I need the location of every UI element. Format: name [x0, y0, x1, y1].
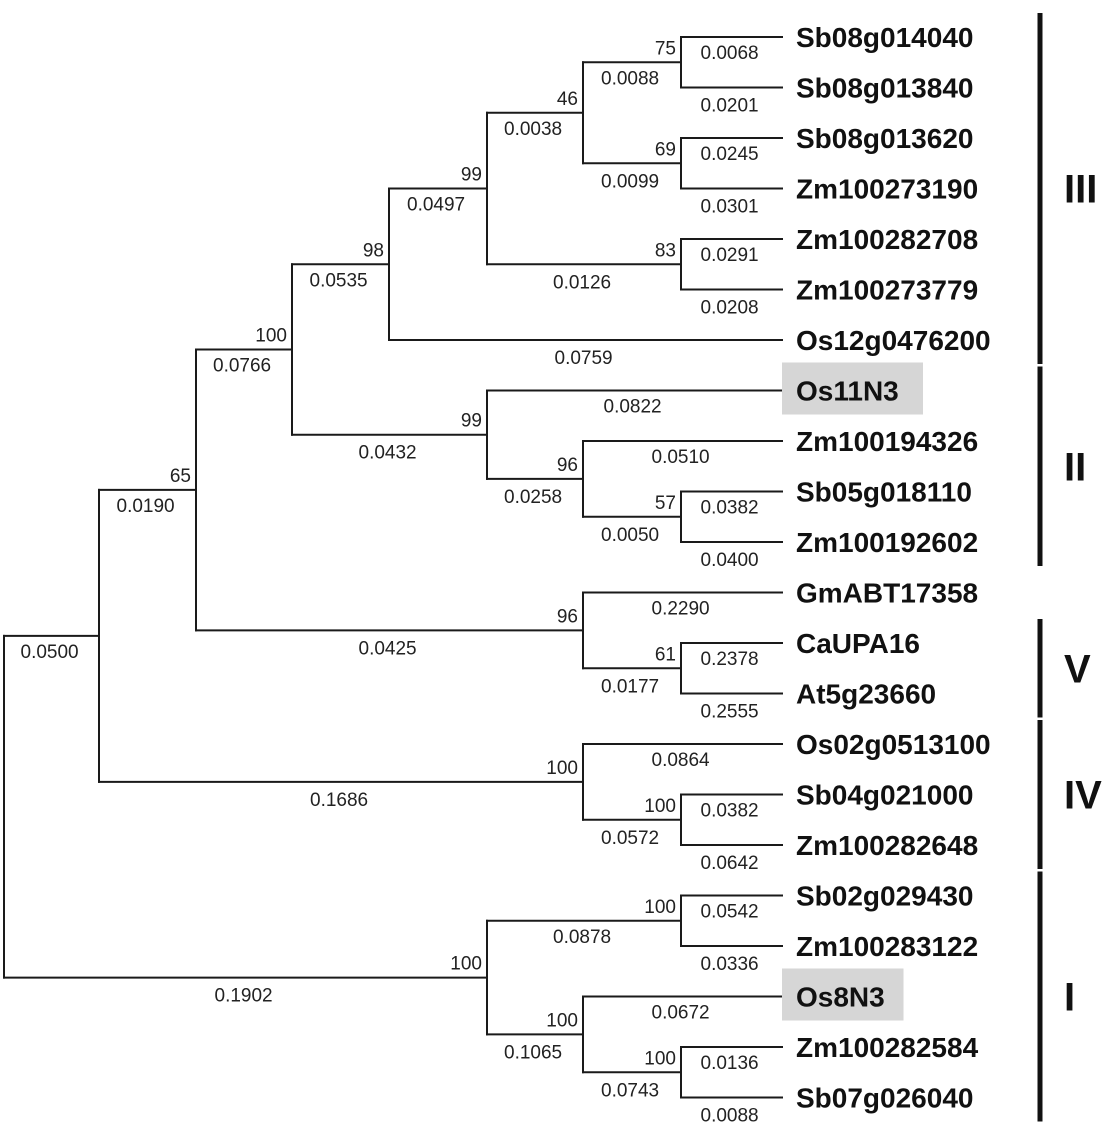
- branch-length-label: 0.0864: [652, 750, 711, 771]
- leaf-label: At5g23660: [796, 679, 936, 710]
- bootstrap-label: 69: [655, 139, 676, 160]
- bootstrap-label: 100: [644, 1048, 676, 1069]
- bootstrap-label: 98: [363, 240, 384, 261]
- bootstrap-label: 61: [655, 644, 676, 665]
- leaf-label: CaUPA16: [796, 628, 920, 659]
- bootstrap-label: 99: [461, 411, 482, 432]
- branch-length-label: 0.0126: [553, 272, 611, 293]
- branch-length-label: 0.0136: [701, 1053, 759, 1074]
- leaf-label: Os11N3: [796, 376, 899, 407]
- branch-length-label: 0.0500: [21, 642, 79, 663]
- branch-length-label: 0.0291: [701, 245, 759, 266]
- branch-length-label: 0.0497: [407, 195, 465, 216]
- leaf-label: Zm100282708: [796, 224, 978, 255]
- branch-length-label: 0.0542: [701, 902, 759, 923]
- branch-length-label: 0.0400: [701, 550, 759, 571]
- branch-length-label: 0.0535: [310, 270, 368, 291]
- bootstrap-label: 96: [557, 606, 578, 627]
- bootstrap-label: 75: [655, 38, 676, 59]
- branch-length-label: 0.0766: [213, 355, 271, 376]
- bootstrap-label: 100: [546, 758, 578, 779]
- leaf-highlights: [782, 362, 923, 1021]
- branch-length-label: 0.2290: [652, 599, 710, 620]
- clade-label: V: [1064, 647, 1091, 691]
- branch-length-label: 0.0572: [601, 828, 659, 849]
- branch-length-label: 0.2555: [701, 702, 759, 723]
- branch-length-label: 0.0190: [117, 496, 175, 517]
- leaf-label: Zm100273779: [796, 275, 978, 306]
- bootstrap-label: 83: [655, 240, 676, 261]
- branch-length-label: 0.0878: [553, 927, 611, 948]
- bootstrap-label: 46: [557, 89, 578, 110]
- branch-length-label: 0.0099: [601, 171, 659, 192]
- leaf-label: Sb04g021000: [796, 780, 973, 811]
- leaf-label: Os8N3: [796, 982, 885, 1013]
- branch-length-label: 0.0038: [504, 119, 562, 140]
- bootstrap-label: 100: [450, 954, 482, 975]
- bootstrap-label: 96: [557, 455, 578, 476]
- branch-length-label: 0.0245: [701, 144, 759, 165]
- highlight-box: [782, 362, 923, 415]
- branch-length-label: 0.0672: [652, 1003, 710, 1024]
- leaf-label: Zm100273190: [796, 174, 978, 205]
- bootstrap-label: 99: [461, 165, 482, 186]
- branch-length-label: 0.0432: [359, 443, 417, 464]
- branch-length-label: 0.0301: [701, 197, 759, 218]
- leaf-label: Sb08g014040: [796, 22, 973, 53]
- branch-labels: 0.0068 0.0201 75 0.0245 0.0301 69 0.0088 0.0099…: [21, 38, 759, 1122]
- branch-length-label: 0.0258: [504, 487, 562, 508]
- branch-length-label: 0.1065: [504, 1042, 562, 1063]
- clade-label: III: [1064, 168, 1097, 212]
- branch-length-label: 0.0088: [601, 68, 659, 89]
- branch-length-label: 0.0050: [601, 525, 659, 546]
- branch-length-label: 0.0208: [701, 298, 759, 319]
- branch-length-label: 0.0382: [701, 498, 759, 519]
- branch-length-label: 0.0088: [701, 1106, 759, 1122]
- leaf-label: Os02g0513100: [796, 729, 991, 760]
- leaf-label: Sb02g029430: [796, 881, 973, 912]
- branch-length-label: 0.0201: [701, 96, 759, 117]
- leaf-label: Zm100192602: [796, 527, 978, 558]
- leaf-label: Zm100282648: [796, 830, 978, 861]
- branch-length-label: 0.1686: [310, 790, 368, 811]
- leaf-label: Sb05g018110: [796, 477, 972, 508]
- bootstrap-label: 57: [655, 493, 676, 514]
- branch-length-label: 0.0759: [555, 348, 613, 369]
- leaf-label: Sb07g026040: [796, 1083, 973, 1114]
- branch-length-label: 0.2378: [701, 649, 759, 670]
- bootstrap-label: 100: [546, 1010, 578, 1031]
- highlight-box: [782, 968, 904, 1021]
- branch-length-label: 0.0177: [601, 676, 659, 697]
- tree-branches: [3, 36, 783, 1099]
- clade-label: II: [1064, 445, 1086, 489]
- clade-label: IV: [1064, 774, 1102, 818]
- branch-length-label: 0.0425: [359, 638, 417, 659]
- branch-length-label: 0.0510: [652, 447, 710, 468]
- branch-length-label: 0.0743: [601, 1080, 659, 1101]
- branch-length-label: 0.1902: [215, 986, 273, 1007]
- bootstrap-label: 100: [644, 796, 676, 817]
- bootstrap-label: 100: [255, 325, 287, 346]
- leaf-label: Sb08g013620: [796, 123, 973, 154]
- leaf-labels: Sb08g014040Sb08g013840Sb08g013620Zm10027…: [796, 22, 991, 1114]
- branch-length-label: 0.0336: [701, 954, 759, 975]
- bootstrap-label: 65: [170, 466, 191, 487]
- leaf-label: Zm100282584: [796, 1032, 979, 1063]
- leaf-label: Zm100283122: [796, 931, 978, 962]
- leaf-label: Zm100194326: [796, 426, 978, 457]
- branch-length-label: 0.0642: [701, 853, 759, 874]
- branch-length-label: 0.0382: [701, 801, 759, 822]
- branch-length-label: 0.0068: [701, 43, 759, 64]
- leaf-label: Sb08g013840: [796, 73, 973, 104]
- branch-length-label: 0.0822: [604, 397, 662, 418]
- bootstrap-label: 100: [644, 897, 676, 918]
- leaf-label: GmABT17358: [796, 578, 978, 609]
- leaf-label: Os12g0476200: [796, 325, 991, 356]
- clade-label: I: [1064, 976, 1075, 1020]
